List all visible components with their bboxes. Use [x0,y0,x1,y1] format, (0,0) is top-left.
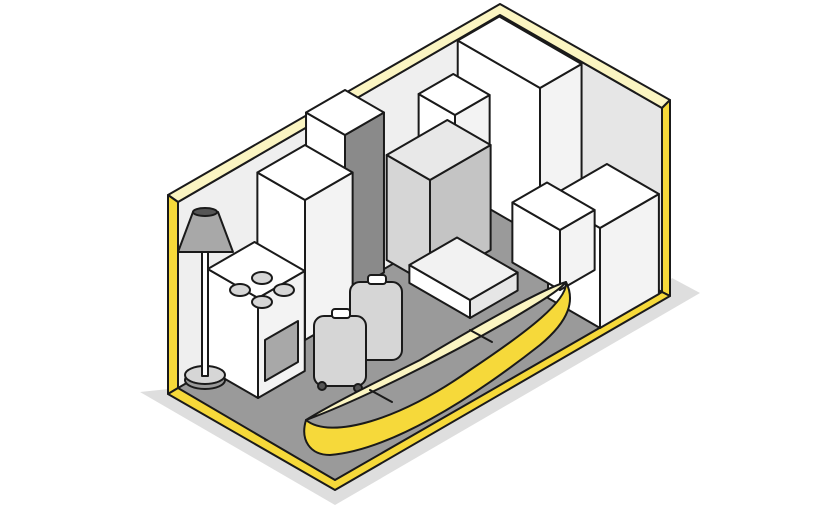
sofa-icon [511,181,596,291]
stove-burner-icon [273,283,295,297]
canoe-icon [303,281,571,456]
box-icon-top-face [417,73,491,116]
front-edge [167,291,671,491]
table-icon-top-face [408,236,519,301]
stove-icon [206,241,306,399]
right-edge [661,99,671,297]
sofa-icon-top-face [511,181,596,231]
stove-burner-icon [229,283,251,297]
stove-burner-icon [251,295,273,309]
oven-door-window [264,320,299,382]
wardrobe-icon-top-face [456,15,583,89]
table-icon [408,236,519,319]
shelf-icon-top-face [385,119,492,181]
shelf-icon-tall-top-face [305,89,385,136]
left-edge [167,194,179,395]
floor-lamp-icon [177,207,234,390]
stove-burner-icon [251,271,273,285]
fridge-icon-top-face [256,144,354,201]
